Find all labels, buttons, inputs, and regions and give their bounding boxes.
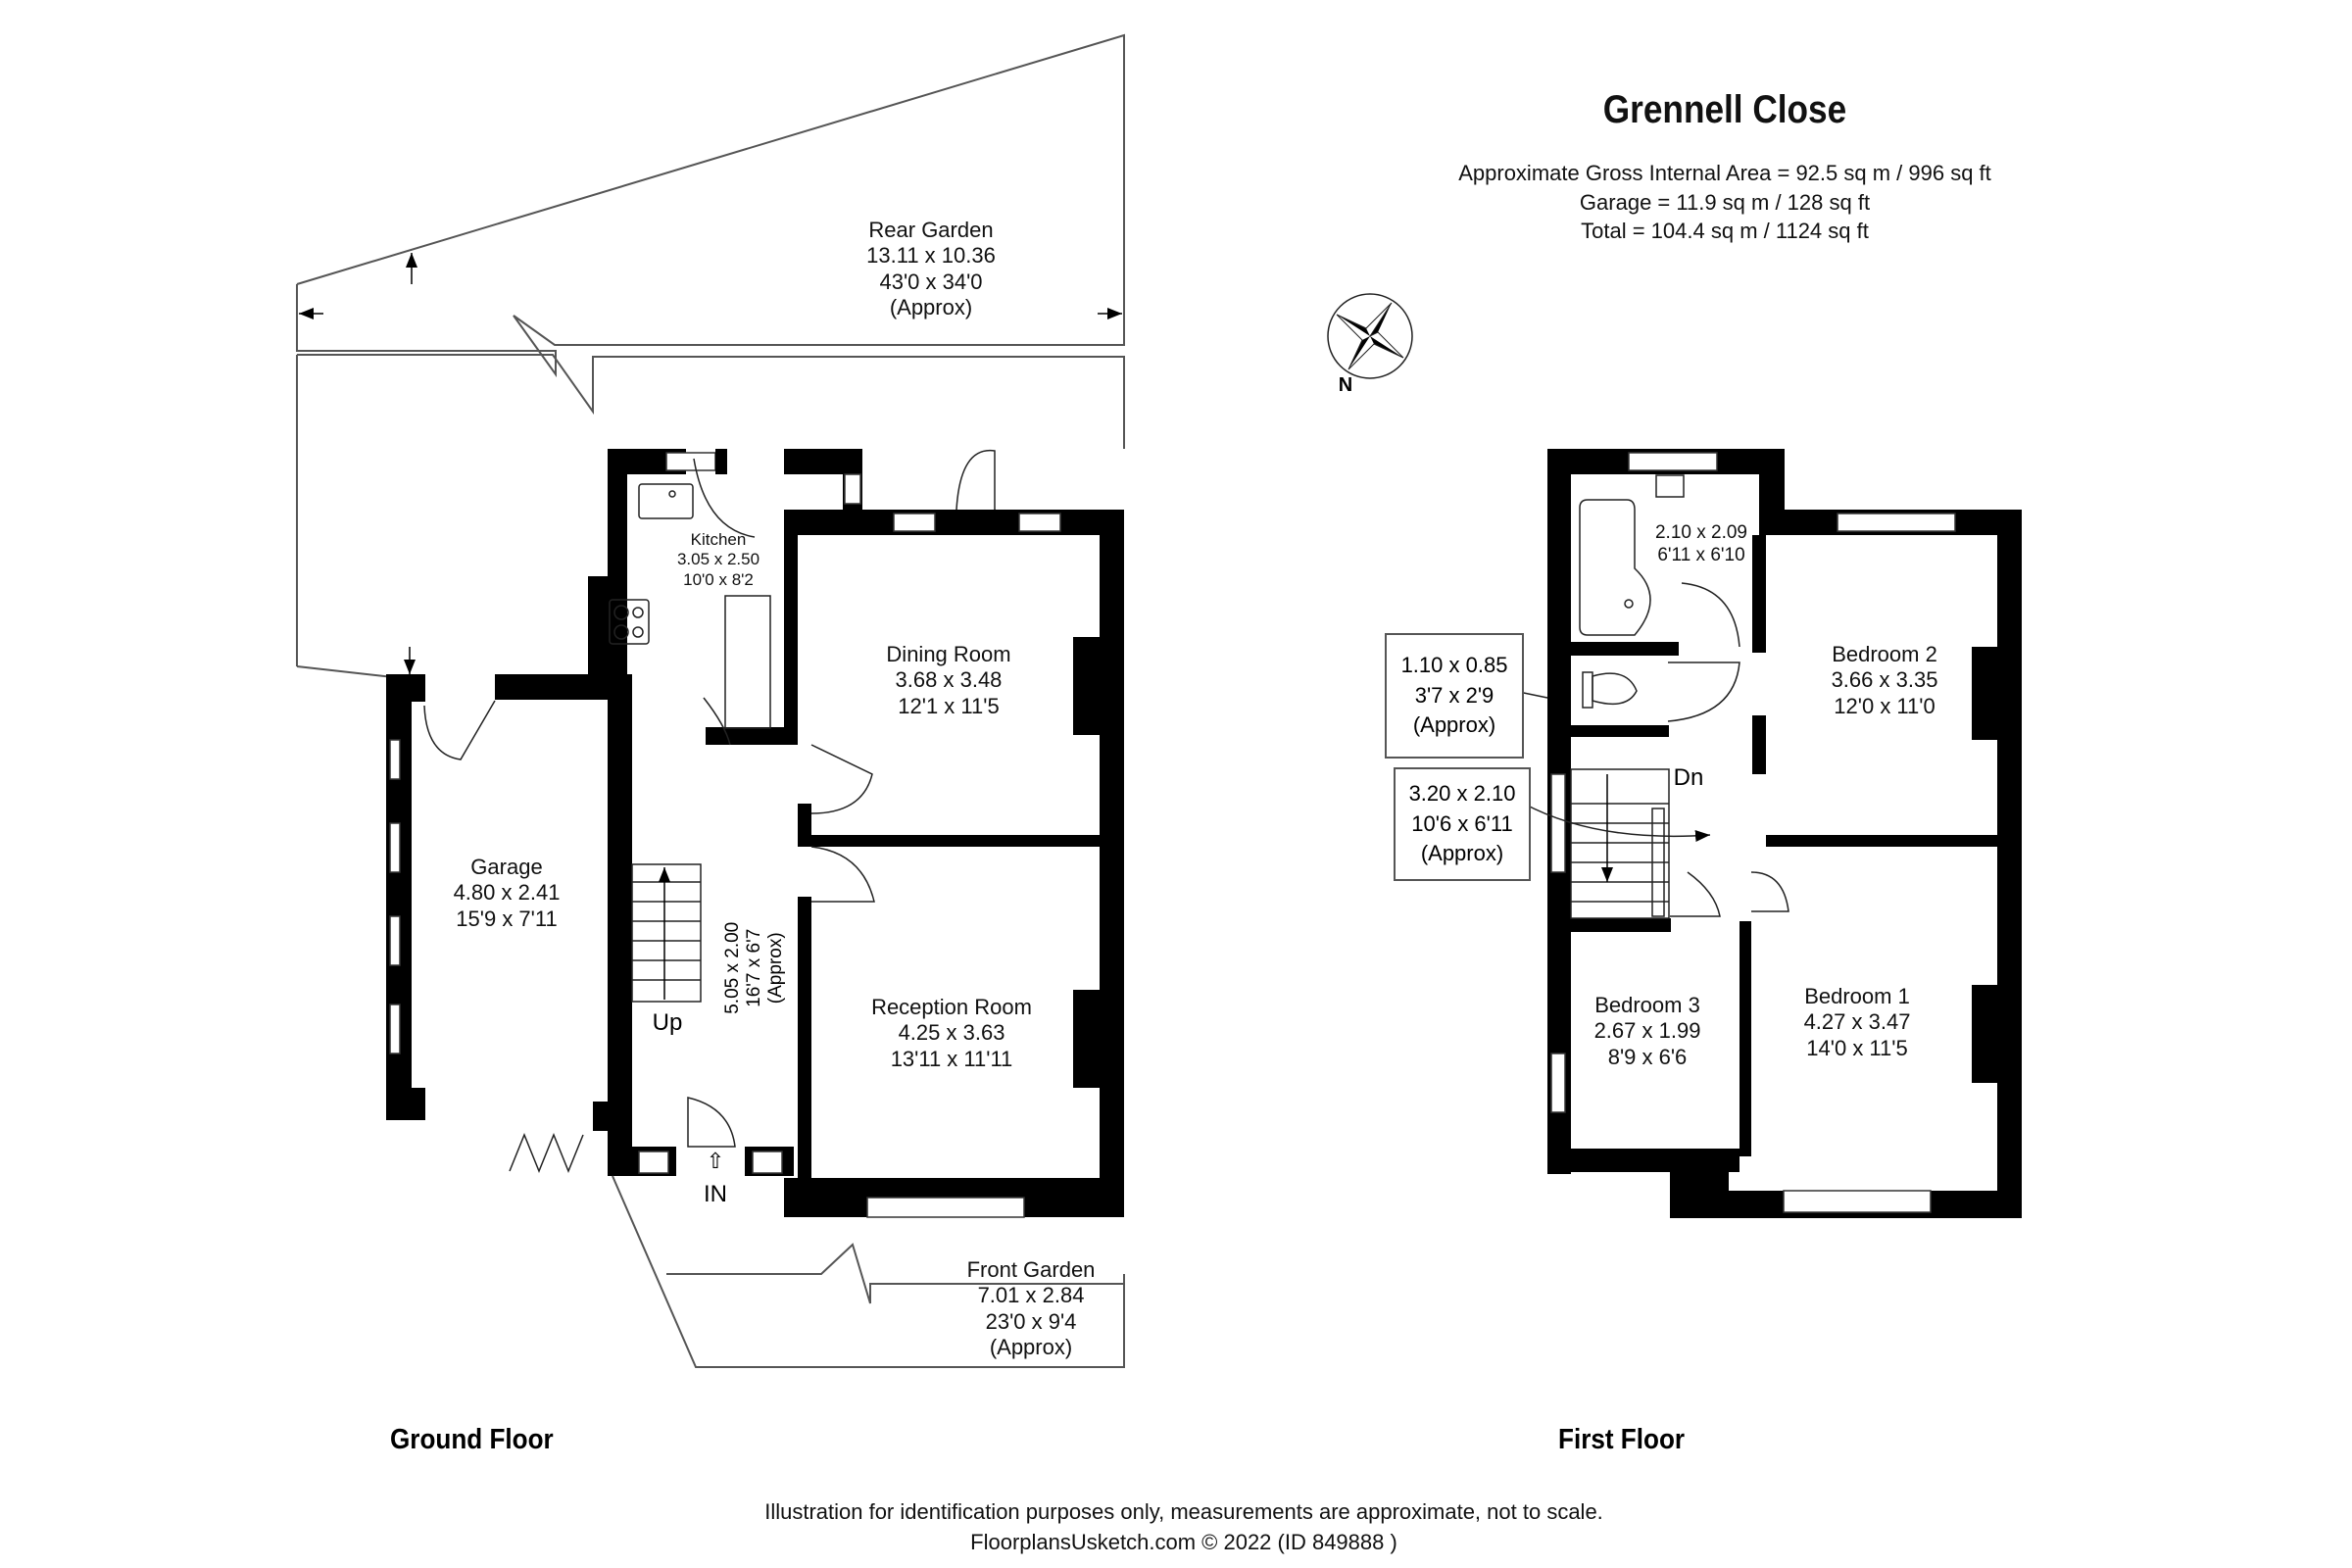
garage-label: Garage 4.80 x 2.41 15'9 x 7'11 <box>454 855 561 932</box>
rear-garden-outline <box>296 33 1125 679</box>
room-name: Garage <box>470 855 543 879</box>
room-metric: 4.27 x 3.47 <box>1803 1009 1911 1035</box>
area-summary: Approximate Gross Internal Area = 92.5 s… <box>1458 159 1991 246</box>
room-note: (Approx) <box>1412 712 1496 738</box>
ground-floor-fixtures <box>423 449 1125 1368</box>
room-note: (Approx) <box>989 1335 1073 1360</box>
room-imperial: 10'0 x 8'2 <box>683 569 754 589</box>
room-metric: 3.20 x 2.10 <box>1408 780 1516 806</box>
hallway-label: 5.05 x 2.00 16'7 x 6'7 (Approx) <box>722 900 787 1037</box>
room-note: (Approx) <box>889 295 973 320</box>
rear-garden-label: Rear Garden 13.11 x 10.36 43'0 x 34'0 (A… <box>866 218 996 321</box>
first-floor-label: First Floor <box>1558 1424 1686 1455</box>
room-note: (Approx) <box>764 932 786 1004</box>
room-metric: 3.05 x 2.50 <box>676 550 760 569</box>
disclaimer-text: Illustration for identification purposes… <box>764 1499 1603 1524</box>
room-name: Kitchen <box>690 530 747 549</box>
room-name: Bedroom 2 <box>1832 642 1937 666</box>
room-name: Bedroom 1 <box>1804 984 1910 1008</box>
ground-stairs <box>631 863 702 1003</box>
room-imperial: 12'1 x 11'5 <box>898 693 1000 718</box>
first-floor-walls <box>1547 449 2022 1218</box>
kitchen-label: Kitchen 3.05 x 2.50 10'0 x 8'2 <box>677 530 760 590</box>
landing-callout: 3.20 x 2.10 10'6 x 6'11 (Approx) <box>1394 767 1531 881</box>
room-metric: 4.25 x 3.63 <box>898 1020 1005 1046</box>
wc-callout: 1.10 x 0.85 3'7 x 2'9 (Approx) <box>1385 633 1524 759</box>
garage-area: Garage = 11.9 sq m / 128 sq ft <box>1579 189 1871 215</box>
first-floor-fixtures <box>1513 474 1789 919</box>
bedroom-1-label: Bedroom 1 4.27 x 3.47 14'0 x 11'5 <box>1804 984 1911 1061</box>
first-stairs <box>1570 768 1670 919</box>
room-name: Dining Room <box>886 642 1011 666</box>
room-metric: 3.68 x 3.48 <box>895 667 1003 693</box>
room-metric: 3.66 x 3.35 <box>1831 667 1938 693</box>
room-metric: 1.10 x 0.85 <box>1400 652 1508 677</box>
page-title: Grennell Close <box>1602 88 1847 131</box>
room-imperial: 8'9 x 6'6 <box>1607 1044 1688 1069</box>
room-imperial: 6'11 x 6'10 <box>1657 544 1745 565</box>
room-metric: 13.11 x 10.36 <box>866 243 996 269</box>
total-area: Total = 104.4 sq m / 1124 sq ft <box>1581 219 1869 244</box>
room-name: Reception Room <box>871 995 1032 1019</box>
room-metric: 2.67 x 1.99 <box>1593 1018 1701 1044</box>
room-metric: 5.05 x 2.00 <box>722 921 744 1014</box>
credit-text: FloorplansUsketch.com © 2022 (ID 849888 … <box>970 1529 1397 1554</box>
bathroom-label: 2.10 x 2.09 6'11 x 6'10 <box>1655 522 1747 567</box>
stairs-down-label: Dn <box>1673 764 1704 791</box>
room-name: Front Garden <box>966 1257 1096 1282</box>
room-name: Bedroom 3 <box>1594 993 1700 1017</box>
room-name: Rear Garden <box>868 218 994 242</box>
room-imperial: 23'0 x 9'4 <box>985 1308 1077 1334</box>
entrance-label: IN <box>704 1181 727 1207</box>
room-imperial: 3'7 x 2'9 <box>1414 682 1494 708</box>
footer: Illustration for identification purposes… <box>764 1497 1603 1558</box>
ground-floor-walls <box>386 449 1124 1218</box>
room-imperial: 16'7 x 6'7 <box>744 928 765 1007</box>
gross-internal-area: Approximate Gross Internal Area = 92.5 s… <box>1458 161 1991 185</box>
entrance-arrow-icon: ⇧ <box>706 1149 725 1173</box>
dining-room-label: Dining Room 3.68 x 3.48 12'1 x 11'5 <box>886 642 1010 719</box>
room-imperial: 13'11 x 11'11 <box>890 1046 1013 1071</box>
stairs-up-label: Up <box>652 1009 683 1036</box>
reception-room-label: Reception Room 4.25 x 3.63 13'11 x 11'11 <box>871 995 1032 1072</box>
room-imperial: 14'0 x 11'5 <box>1806 1035 1908 1060</box>
compass-rose-icon <box>1327 293 1413 379</box>
room-imperial: 12'0 x 11'0 <box>1834 693 1936 718</box>
room-metric: 7.01 x 2.84 <box>977 1283 1085 1308</box>
compass-north-label: N <box>1338 374 1353 396</box>
bedroom-3-label: Bedroom 3 2.67 x 1.99 8'9 x 6'6 <box>1594 993 1701 1070</box>
ground-floor-label: Ground Floor <box>390 1424 554 1455</box>
room-metric: 2.10 x 2.09 <box>1654 522 1748 543</box>
bedroom-2-label: Bedroom 2 3.66 x 3.35 12'0 x 11'0 <box>1832 642 1938 719</box>
room-imperial: 15'9 x 7'11 <box>456 906 558 931</box>
room-imperial: 43'0 x 34'0 <box>879 269 983 294</box>
room-imperial: 10'6 x 6'11 <box>1411 810 1513 836</box>
front-garden-label: Front Garden 7.01 x 2.84 23'0 x 9'4 (App… <box>967 1257 1096 1361</box>
room-note: (Approx) <box>1420 841 1504 866</box>
room-metric: 4.80 x 2.41 <box>453 880 561 906</box>
